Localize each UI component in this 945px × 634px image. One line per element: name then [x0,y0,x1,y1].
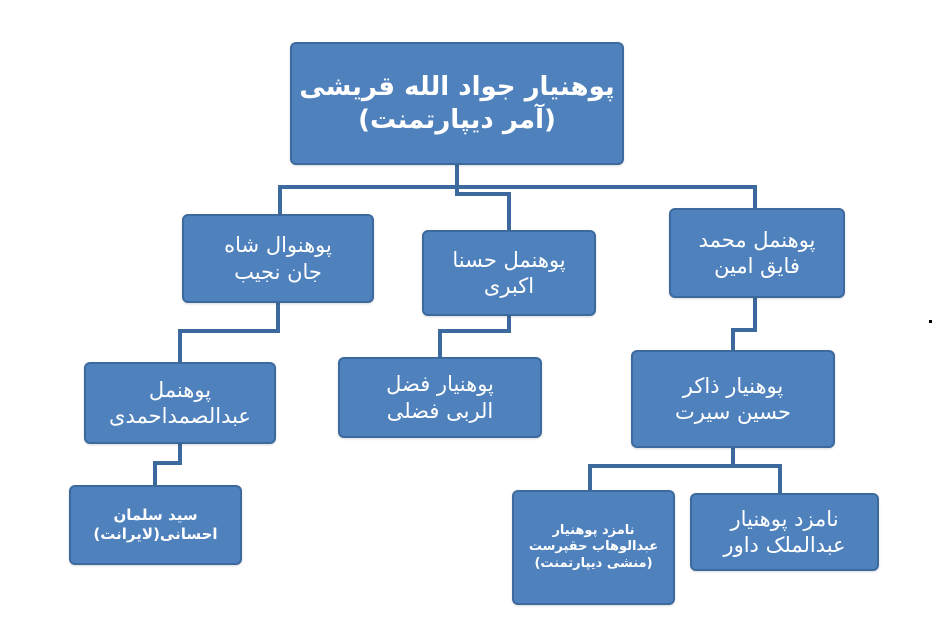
node-level2-right-line1: پوهنیار ذاکر [682,373,784,398]
node-level1-left-line2: جان نجیب [234,259,322,284]
connector-root-right [455,165,757,208]
connector-right-l2-l3a [731,448,782,493]
node-level3-right-a-line1: نامزد پوهنیار [730,506,839,531]
node-level2-left-line1: پوهنمل [148,377,212,402]
node-level2-left-line2: عبدالصمداحمدی [109,404,251,428]
node-level2-middle: پوهنیار فضل الربی فضلی [338,357,542,438]
node-level3-right-b-line3: (منشی دیپارتمنت) [534,555,653,571]
node-level1-middle-line1: پوهنمل حسنا [452,247,566,272]
stray-dot [929,320,932,323]
node-level2-right-line2: حسین سیرت [675,400,792,424]
node-level1-left-line1: پوهنوال شاه [224,233,332,258]
node-level2-middle-line1: پوهنیار فضل [386,372,494,397]
node-level2-right: پوهنیار ذاکر حسین سیرت [631,350,835,448]
node-level3-right-a-line2: عبدالملک داور [723,533,846,557]
node-level2-left: پوهنمل عبدالصمداحمدی [84,362,276,444]
node-level1-right-line2: فایق امین [714,254,800,278]
node-level3-left-line1: سید سلمان [113,506,198,525]
node-level3-right-b: نامزد پوهنیار عبدالوهاب حقپرست (منشی دیپ… [512,490,675,605]
node-level2-middle-line2: الربی فضلی [386,398,494,423]
node-root: پوهنیار جواد الله قریشی (آمر دیپارتمنت) [290,42,624,165]
connector-root-middle [455,165,511,230]
connector-middle-l1-l2 [438,316,511,357]
node-level1-right-line1: پوهنمل محمد [698,227,816,252]
node-level3-right-b-line2: عبدالوهاب حقپرست [528,539,659,555]
node-level3-right-a: نامزد پوهنیار عبدالملک داور [690,493,879,571]
connector-right-l2-l3b [588,448,735,490]
node-root-line2: (آمر دیپارتمنت) [358,104,556,135]
connector-left-l2-l3 [153,444,182,485]
node-level1-middle-line2: اکبری [483,274,535,298]
node-level1-middle: پوهنمل حسنا اکبری [422,230,596,316]
node-level1-right: پوهنمل محمد فایق امین [669,208,845,298]
connector-root-left [278,165,459,214]
node-level1-left: پوهنوال شاه جان نجیب [182,214,374,303]
connector-left-l1-l2 [178,303,280,362]
connector-right-l1-l2 [731,298,757,350]
node-level3-left: سید سلمان احسانی(لایرانت) [69,485,242,565]
node-level3-right-b-line1: نامزد پوهنیار [552,523,635,539]
node-root-line1: پوهنیار جواد الله قریشی [299,72,615,102]
node-level3-left-line2: احسانی(لایرانت) [93,525,218,543]
